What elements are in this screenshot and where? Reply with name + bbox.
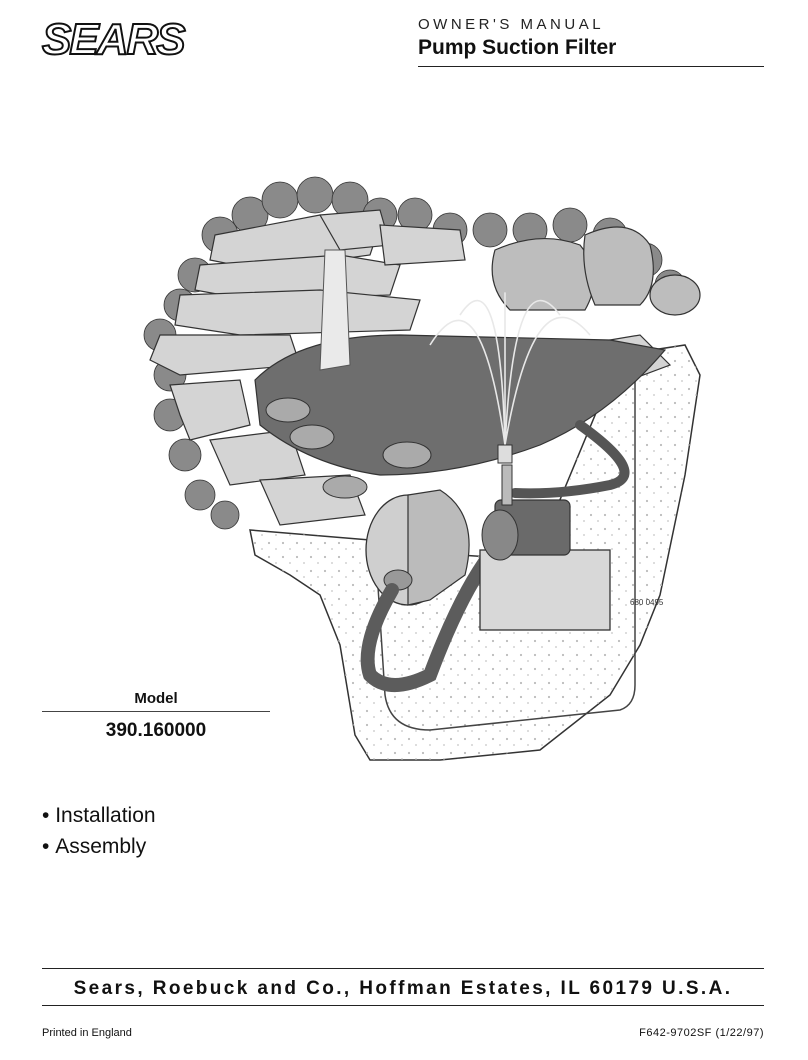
waterfall [319,249,351,371]
product-title: Pump Suction Filter [418,36,617,59]
model-label: Model [134,690,178,707]
pump [479,464,611,631]
owners-manual-label: OWNER'S MANUAL [418,16,605,33]
figure-code: 680 0495 [630,598,664,607]
sears-logo: SEARS [41,15,187,64]
printed-in: Printed in England [42,1027,132,1039]
model-number: 390.160000 [105,720,207,741]
suction-hose [360,548,497,692]
outflow-hose [510,420,630,499]
pond-illustration [143,176,701,761]
footer-divider-top [42,968,764,969]
feature-item: Installation [42,800,155,831]
header-divider [418,66,764,67]
feature-list: Installation Assembly [42,800,156,862]
lily-pads [265,397,432,499]
feature-item: Assembly [42,831,156,862]
pond-liner [374,380,636,731]
boulders [491,226,701,316]
suction-filter [365,489,470,606]
fountain-spray [429,292,591,446]
form-code: F642-9702SF (1/22/97) [639,1027,764,1039]
model-divider [42,711,270,712]
footer-divider-bottom [42,1005,764,1006]
fountain-head [497,444,513,464]
company-address: Sears, Roebuck and Co., Hoffman Estates,… [73,978,733,999]
